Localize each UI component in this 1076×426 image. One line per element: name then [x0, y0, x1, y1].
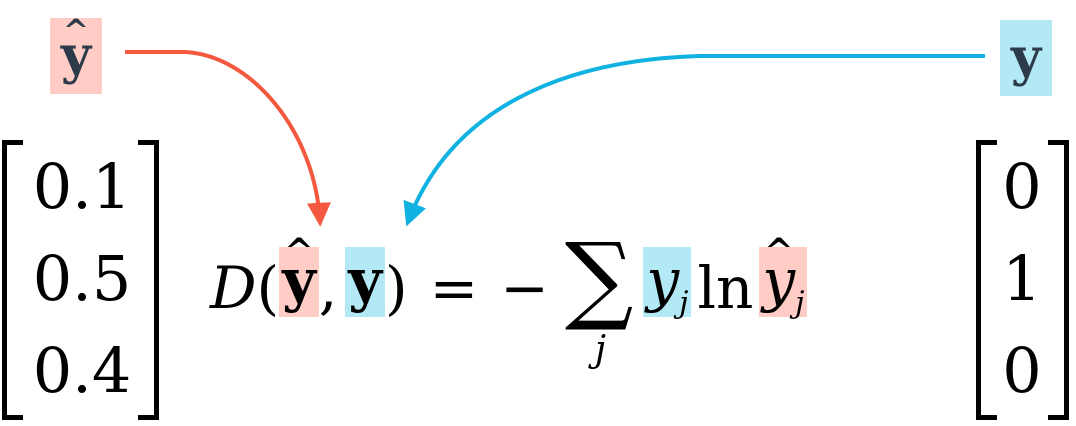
summation: ∑ j: [564, 222, 634, 367]
right-bracket: [1048, 140, 1069, 420]
cross-entropy-formula: D ( y , y ) = − ∑ j yj ln yj: [210, 222, 808, 368]
close-paren: ): [385, 253, 408, 322]
minus-sign: −: [500, 253, 549, 322]
equals-sign: =: [429, 253, 479, 322]
sum-symbol: ∑: [564, 222, 634, 334]
comma: ,: [318, 253, 338, 322]
term-y-j: yj: [643, 246, 692, 318]
sum-index: j: [594, 329, 607, 370]
term-y-hat-j: yj: [759, 246, 808, 318]
left-bracket: [2, 140, 23, 420]
arg-y-hat: y: [279, 246, 319, 317]
left-bracket: [976, 140, 997, 420]
open-paren: (: [256, 253, 280, 322]
vector-value: 0: [1002, 150, 1042, 223]
vector-value: 0.5: [32, 242, 132, 315]
predicted-vector: 0.1 0.5 0.4: [0, 130, 165, 426]
y-hat-label: y: [50, 18, 102, 94]
true-vector: 0 1 0: [970, 130, 1076, 426]
arg-y: y: [345, 246, 385, 317]
ln-operator: ln: [697, 253, 754, 322]
right-bracket: [138, 140, 159, 420]
predicted-arrow: [125, 50, 331, 227]
vector-value: 0.4: [32, 334, 132, 407]
y-label: y: [1000, 20, 1052, 96]
vector-value: 0: [1002, 334, 1042, 407]
function-name: D: [210, 253, 257, 322]
vector-value: 1: [1002, 242, 1042, 315]
vector-value: 0.1: [32, 150, 132, 223]
true-arrow: [403, 54, 985, 227]
